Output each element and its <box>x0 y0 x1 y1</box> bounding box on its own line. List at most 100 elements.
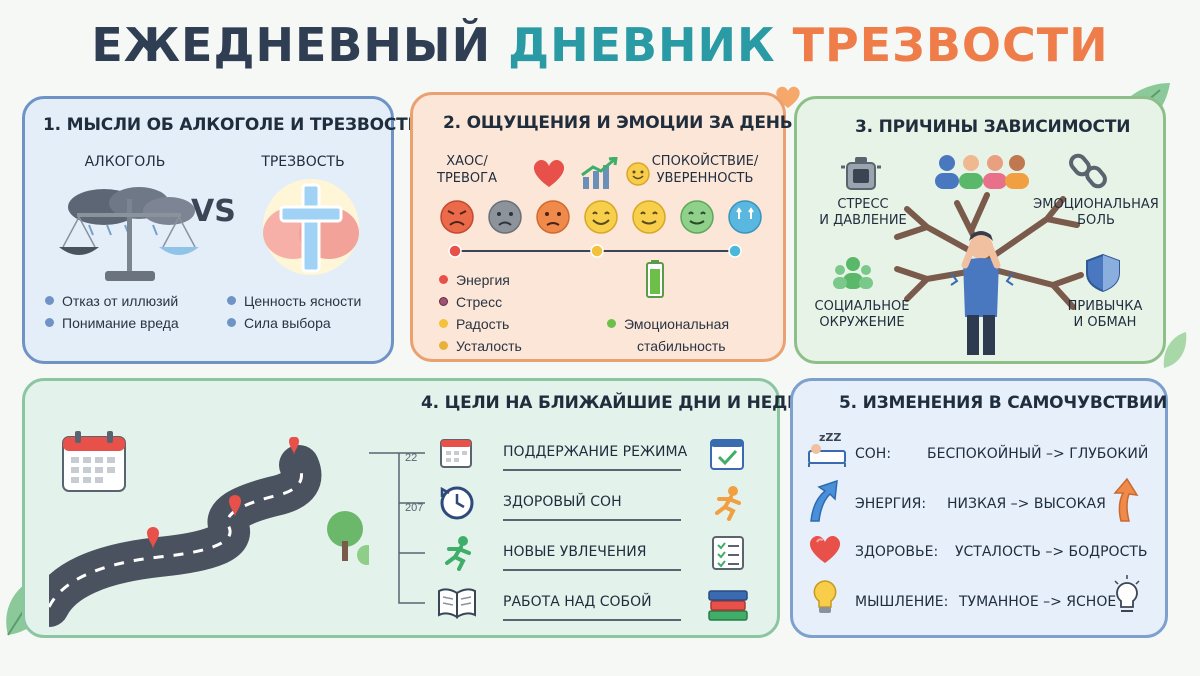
heart-icon <box>533 160 565 187</box>
legend-stress: Стресс <box>439 293 502 311</box>
goal-divider <box>503 569 681 571</box>
tired-dot-icon <box>439 341 448 350</box>
health-value: УСТАЛОСТЬ –> БОДРОСТЬ <box>955 544 1148 560</box>
bullet-icon <box>45 296 54 305</box>
alcohol-heading: АЛКОГОЛЬ <box>84 154 166 170</box>
lightbulb-outline-icon <box>1114 575 1140 612</box>
cause-pain-label: ЭМОЦИОНАЛЬНАЯ БОЛЬ <box>1033 197 1159 228</box>
pressure-cooker-icon <box>841 157 881 190</box>
cause-social-label: СОЦИАЛЬНОЕ ОКРУЖЕНИЕ <box>814 299 910 330</box>
title-part-1: ЕЖЕДНЕВНЫЙ <box>91 18 492 72</box>
upset-face-icon <box>536 200 570 234</box>
goal-hobbies: НОВЫЕ УВЛЕЧЕНИЯ <box>503 544 647 560</box>
panel-causes: 3. ПРИЧИНЫ ЗАВИСИМОСТИ СТРЕСС И ДАВЛЕ <box>794 96 1166 364</box>
thinking-label: МЫШЛЕНИЕ: <box>855 594 949 610</box>
title-part-2: ДНЕВНИК <box>508 18 776 72</box>
goal-sleep: ЗДОРОВЫЙ СОН <box>503 494 622 510</box>
happy-face-icon <box>584 200 618 234</box>
book-icon <box>438 588 476 619</box>
timeline-bracket <box>369 452 425 604</box>
sad-face-icon <box>488 200 522 234</box>
clock-icon <box>440 486 474 520</box>
winding-road-illustration <box>49 437 369 627</box>
chain-icon <box>1069 153 1107 189</box>
vs-label: VS <box>191 194 236 229</box>
sleep-icon: zZZ <box>808 431 846 467</box>
goal-divider <box>503 619 681 621</box>
panel-emotions: 2. ОЩУЩЕНИЯ И ЭМОЦИИ ЗА ДЕНЬ ХАОС/ ТРЕВО… <box>410 92 793 362</box>
calm-label: СПОКОЙСТВИЕ/ УВЕРЕННОСТЬ <box>651 154 759 186</box>
calm-face-icon <box>680 200 714 234</box>
goal-divider <box>503 469 681 471</box>
thinking-value: ТУМАННОЕ –> ЯСНОЕ <box>959 594 1117 610</box>
emotion-faces <box>439 199 763 239</box>
sleep-value: БЕСПОКОЙНЫЙ –> ГЛУБОКИЙ <box>927 446 1149 462</box>
title-part-3: ТРЕЗВОСТИ <box>792 18 1109 72</box>
page-title: ЕЖЕДНЕВНЫЙ ДНЕВНИК ТРЕЗВОСТИ <box>0 18 1200 72</box>
alcohol-item: Отказ от иллюзий <box>45 292 178 310</box>
legend-fatigue: Усталость <box>439 337 522 355</box>
bullet-icon <box>45 318 54 327</box>
cause-habit-label: ПРИВЫЧКА И ОБМАН <box>1067 299 1143 330</box>
runner-icon <box>715 486 741 521</box>
green-dot-icon <box>607 319 616 328</box>
cause-stress-label: СТРЕСС И ДАВЛЕНИЕ <box>819 197 907 228</box>
emotion-scale-line <box>448 244 742 258</box>
smile-face-icon <box>632 200 666 234</box>
runner-green-icon <box>445 536 471 571</box>
yellow-dot-icon <box>439 319 448 328</box>
angry-face-icon <box>440 200 474 234</box>
timeline-marker: 207 <box>405 502 424 514</box>
panel-3-title: 3. ПРИЧИНЫ ЗАВИСИМОСТИ <box>855 117 1131 137</box>
panel-2-title: 2. ОЩУЩЕНИЯ И ЭМОЦИИ ЗА ДЕНЬ <box>443 113 793 133</box>
calendar-check-icon <box>710 439 744 470</box>
sobriety-heading: ТРЕЗВОСТЬ <box>261 154 345 170</box>
battery-icon <box>646 260 664 298</box>
arrow-up-orange-icon <box>1113 477 1139 522</box>
books-stack-icon <box>708 590 748 621</box>
legend-energy: Энергия <box>439 271 510 289</box>
stress-dot-icon <box>439 297 448 306</box>
sleep-label: СОН: <box>855 446 892 462</box>
chart-growth-icon <box>581 157 618 189</box>
energy-value: НИЗКАЯ –> ВЫСОКАЯ <box>947 496 1106 512</box>
goal-self-work: РАБОТА НАД СОБОЙ <box>503 594 652 610</box>
leaf-icon <box>1163 332 1187 368</box>
panel-1-title: 1. МЫСЛИ ОБ АЛКОГОЛЕ И ТРЕЗВОСТИ <box>43 115 422 135</box>
panel-5-title: 5. ИЗМЕНЕНИЯ В САМОЧУВСТВИИ <box>839 393 1168 413</box>
people-icon <box>935 155 1029 189</box>
legend-joy: Радость <box>439 315 509 333</box>
checklist-icon <box>712 536 744 570</box>
panel-wellbeing: 5. ИЗМЕНЕНИЯ В САМОЧУВСТВИИ zZZ СОН: БЕС… <box>790 378 1168 638</box>
social-group-icon <box>833 257 873 289</box>
bullet-icon <box>227 318 236 327</box>
lightbulb-icon <box>813 580 837 613</box>
calendar-icon <box>62 431 126 492</box>
stability-label: Эмоциональная стабильность <box>607 315 729 355</box>
chaos-label: ХАОС/ ТРЕВОГА <box>437 154 497 186</box>
heart-health-icon <box>809 536 841 563</box>
bullet-icon <box>227 296 236 305</box>
panel-4-title: 4. ЦЕЛИ НА БЛИЖАЙШИЕ ДНИ И НЕДЕЛИ <box>421 393 827 413</box>
health-label: ЗДОРОВЬЕ: <box>855 544 939 560</box>
alcohol-item: Понимание вреда <box>45 314 179 332</box>
energy-label: ЭНЕРГИЯ: <box>855 496 927 512</box>
confident-face-icon <box>728 200 762 234</box>
panel-goals: 4. ЦЕЛИ НА БЛИЖАЙШИЕ ДНИ И НЕДЕЛИ <box>22 378 827 638</box>
timeline-marker: 22 <box>405 452 418 464</box>
arrow-up-blue-icon <box>810 479 838 522</box>
svg-text:zZZ: zZZ <box>819 431 841 444</box>
calendar-small-icon <box>440 439 472 468</box>
sobriety-item: Ценность ясности <box>227 292 361 310</box>
goal-divider <box>503 519 681 521</box>
panel-thoughts: 1. МЫСЛИ ОБ АЛКОГОЛЕ И ТРЕЗВОСТИ АЛКОГОЛ… <box>22 96 422 364</box>
shield-icon <box>1086 253 1120 293</box>
goal-routine: ПОДДЕРЖАНИЕ РЕЖИМА <box>503 444 688 460</box>
scales-icon <box>59 187 199 281</box>
sobriety-item: Сила выбора <box>227 314 331 332</box>
branches-person-illustration <box>894 192 1084 355</box>
cross-brain-icon <box>263 179 359 275</box>
smiley-icon <box>626 162 650 186</box>
red-dot-icon <box>439 275 448 284</box>
